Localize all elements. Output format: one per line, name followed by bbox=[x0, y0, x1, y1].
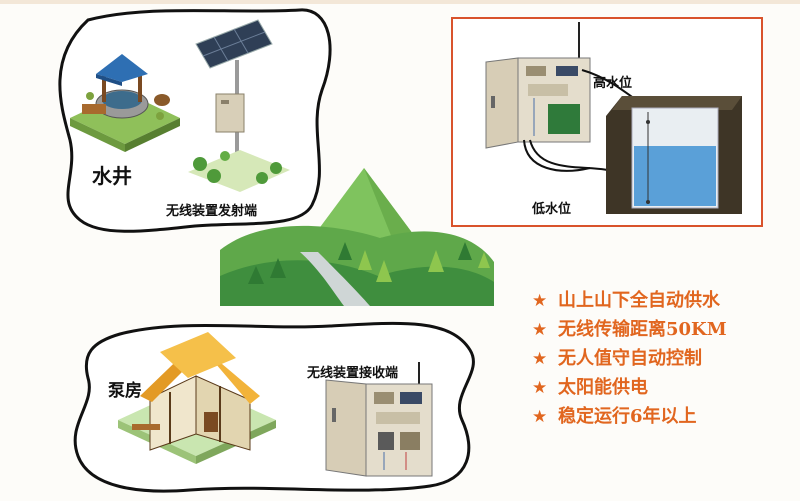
top-band bbox=[0, 0, 800, 4]
feature-item: ★ 无人值守自动控制 bbox=[532, 344, 727, 373]
feature-text: 稳定运行6年以上 bbox=[558, 406, 697, 427]
feature-text: 无人值守自动控制 bbox=[558, 348, 702, 369]
feature-item: ★ 山上山下全自动供水 bbox=[532, 286, 727, 315]
feature-item: ★ 无线传输距离50KM bbox=[532, 315, 727, 344]
star-icon: ★ bbox=[532, 291, 548, 311]
high-level-label: 高水位 bbox=[593, 76, 633, 91]
star-icon: ★ bbox=[532, 320, 548, 340]
star-icon: ★ bbox=[532, 378, 548, 398]
water-tank-illustration bbox=[606, 96, 742, 214]
mountain-scene bbox=[220, 168, 494, 306]
pump-house-label: 泵房 bbox=[108, 381, 142, 401]
feature-text: 太阳能供电 bbox=[558, 377, 648, 398]
low-level-label: 低水位 bbox=[532, 202, 572, 217]
feature-list: ★山上山下全自动供水 ★无线传输距离50KM ★无人值守自动控制 ★太阳能供电 … bbox=[532, 286, 727, 431]
feature-item: ★ 稳定运行6年以上 bbox=[532, 402, 727, 431]
pump-house-illustration bbox=[118, 332, 276, 464]
control-cabinet-illustration bbox=[485, 22, 591, 149]
feature-text: 山上山下全自动供水 bbox=[558, 290, 720, 311]
well-label: 水井 bbox=[92, 164, 132, 188]
receiver-label: 无线装置接收端 bbox=[307, 366, 399, 381]
water-well-illustration bbox=[70, 54, 180, 152]
star-icon: ★ bbox=[532, 349, 548, 369]
transmitter-label: 无线装置发射端 bbox=[166, 204, 258, 219]
star-icon: ★ bbox=[532, 407, 548, 427]
receiver-cabinet-illustration bbox=[325, 362, 433, 477]
transmitter-illustration bbox=[188, 19, 290, 192]
feature-item: ★ 太阳能供电 bbox=[532, 373, 727, 402]
low-level-cable-2 bbox=[523, 139, 591, 172]
feature-text: 无线传输距离50KM bbox=[558, 319, 727, 340]
